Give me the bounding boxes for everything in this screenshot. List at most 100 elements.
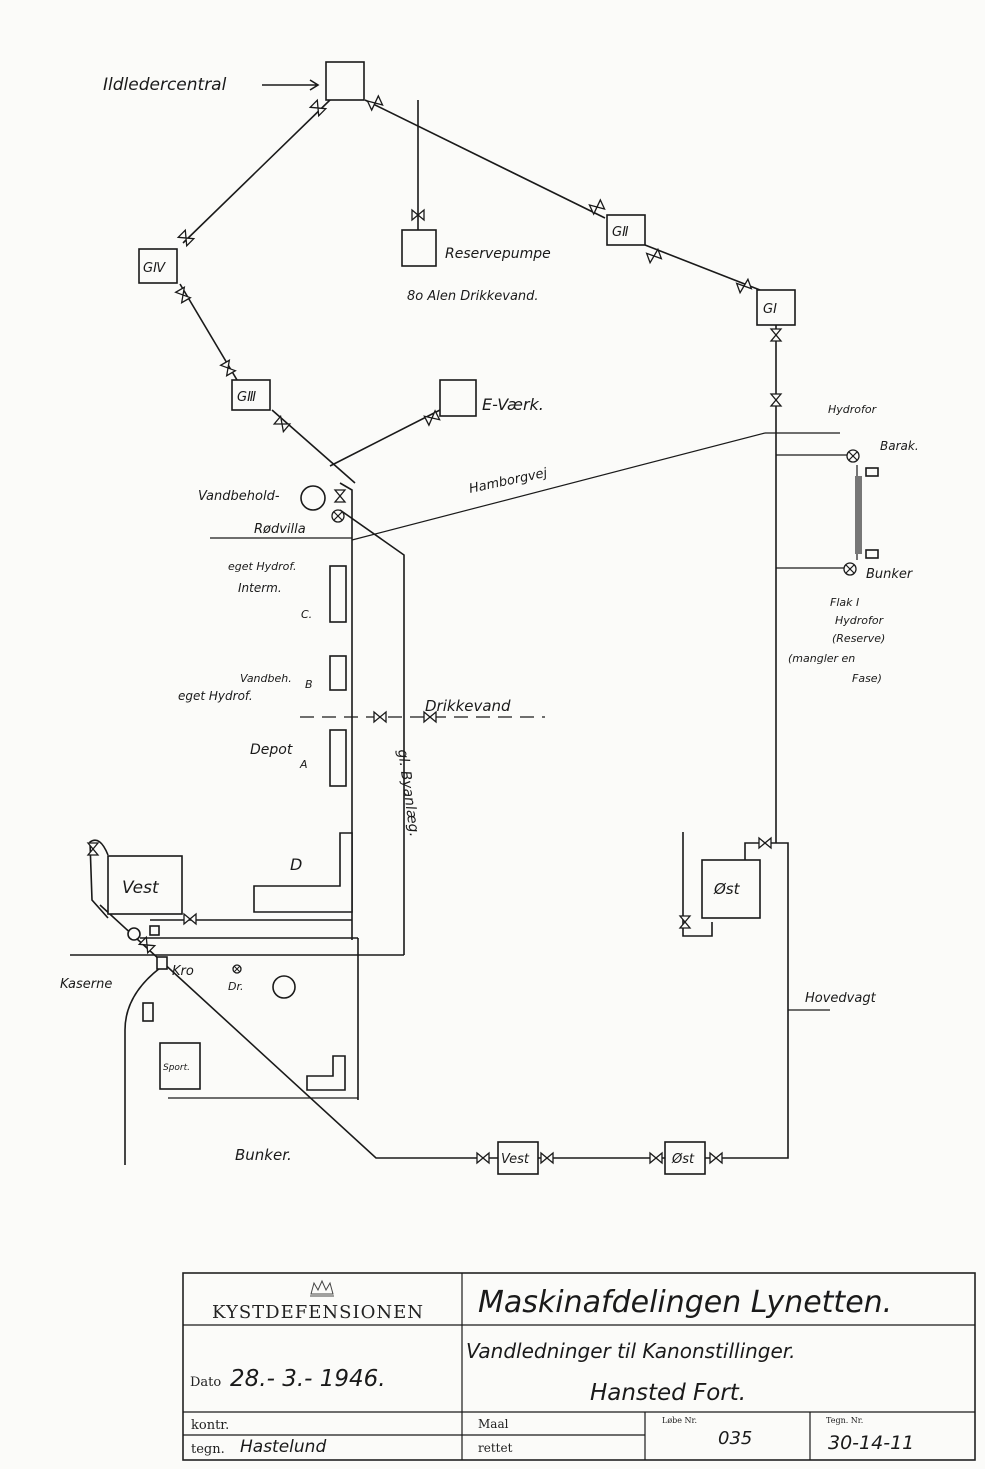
ildledercentral-box: [325, 61, 365, 101]
pipe-bottom-right: [705, 842, 789, 1159]
valve-icon: [678, 915, 692, 929]
dr-circle: [272, 975, 296, 999]
label-e-vaerk: E-Værk.: [482, 395, 544, 414]
interm-box: [329, 565, 347, 623]
label-bunker-bottom: Bunker.: [235, 1146, 292, 1164]
label-barak: Barak.: [880, 439, 919, 453]
label-ost-bottom: Øst: [671, 1152, 695, 1167]
vandbeholder-circle: [300, 485, 326, 511]
tb-subtitle-1: Vandledninger til Kanonstillinger.: [466, 1339, 796, 1363]
hydrofor-icon: [331, 509, 345, 523]
valve-icon: [86, 842, 100, 856]
vest-box: [107, 855, 183, 915]
label-gii: GⅡ: [612, 225, 629, 240]
label-hovedvagt: Hovedvagt: [805, 991, 877, 1006]
valve-icon: [411, 208, 425, 222]
pipe-central-to-giv: [182, 99, 331, 244]
valve-icon: [366, 94, 384, 112]
ost-bottom-box: [664, 1141, 706, 1175]
valve-icon: [373, 710, 387, 724]
kro-well-circle: [127, 927, 141, 941]
hydrofor-icon: [846, 449, 860, 463]
giii-box: [231, 379, 271, 411]
label-ost-box: Øst: [713, 880, 741, 898]
valve-icon: [649, 1151, 663, 1165]
label-bunker-right: Bunker: [866, 567, 914, 582]
vest-loop: [89, 839, 109, 919]
pipe-gl-byanlaeg: [339, 509, 405, 955]
vest-small-box: [149, 925, 160, 936]
label-drikkevand: Drikkevand: [425, 697, 511, 715]
pipe-central-to-gii: [364, 99, 606, 219]
pipe-to-e-vaerk: [329, 409, 441, 467]
vest-bottom-box: [497, 1141, 539, 1175]
d-building: [253, 832, 353, 913]
valve-icon: [769, 328, 783, 342]
label-eget-hydrof-1: eget Hydrof.: [228, 560, 297, 573]
label-interm: Interm.: [238, 581, 282, 595]
kaserne-curve: [124, 967, 161, 1165]
valve-icon: [183, 912, 197, 926]
tb-maal-label: Maal: [478, 1417, 509, 1431]
gi-box: [756, 289, 796, 326]
label-vandbeholder: Vandbehold-: [198, 489, 280, 504]
valve-icon: [174, 286, 192, 304]
tb-rettet-label: rettet: [478, 1441, 513, 1455]
valve-icon: [219, 359, 237, 377]
tb-dato-value: 28.- 3.- 1946.: [230, 1366, 386, 1392]
tb-lobe-value: 035: [718, 1428, 752, 1449]
kaserne-box: [142, 1002, 154, 1022]
label-c: C.: [301, 608, 312, 621]
valve-icon: [272, 414, 292, 434]
label-flak-i: Flak I: [830, 596, 859, 609]
valve-icon: [333, 489, 347, 503]
label-gl-byanlaeg: gl. Byanlæg.: [394, 748, 422, 838]
valve-icon: [176, 228, 196, 248]
label-ildledercentral: Ildledercentral: [103, 75, 227, 95]
reservepumpe-box: [401, 229, 437, 267]
label-sport: Sport.: [163, 1063, 190, 1073]
valve-icon: [769, 393, 783, 407]
ost-box: [701, 859, 761, 919]
label-drikkevand-80: 8o Alen Drikkevand.: [407, 289, 539, 304]
arrow-to-central: [262, 79, 320, 91]
pipe-diagonal-to-bottom: [99, 904, 498, 1159]
valve-icon: [645, 247, 663, 265]
label-dr: Dr.: [228, 980, 243, 993]
valve-icon: [423, 409, 441, 427]
valve-icon: [137, 935, 157, 955]
label-vest-bottom: Vest: [501, 1152, 530, 1167]
tb-dato-label: Dato: [190, 1375, 221, 1390]
gii-box: [606, 214, 646, 246]
label-giv: GⅣ: [143, 261, 166, 276]
label-a: A: [299, 758, 308, 771]
lower-l-building: [306, 1055, 346, 1091]
valve-icon: [588, 198, 606, 216]
label-depot: Depot: [250, 742, 293, 758]
hydrofor-hatch: [855, 476, 862, 554]
label-hydrofor-top: Hydrofor: [828, 403, 878, 416]
label-gi: GI: [763, 302, 777, 317]
valve-icon: [709, 1151, 723, 1165]
sport-box: [159, 1042, 201, 1090]
vandbeh-box: [329, 655, 347, 691]
valve-icon: [758, 836, 772, 850]
tb-tegn-nr-value: 30-14-11: [828, 1432, 914, 1454]
tb-org: KYSTDEFENSIONEN: [212, 1302, 424, 1323]
tb-tegn-label: tegn.: [191, 1442, 225, 1457]
dr-hydrofor-icon: [232, 964, 242, 974]
hydrofor-bunker-box: [865, 549, 879, 559]
tb-lobe-label: Løbe Nr.: [662, 1416, 697, 1425]
label-mangler-en: (mangler en: [788, 652, 855, 665]
valve-icon: [540, 1151, 554, 1165]
tb-title: Maskinafdelingen Lynetten.: [478, 1285, 892, 1320]
hamborgvej-road: [351, 432, 766, 541]
label-b: B: [305, 678, 313, 691]
valve-icon: [423, 710, 437, 724]
hydrofor-barak-box: [865, 467, 879, 477]
label-kro: Kro: [172, 964, 194, 979]
depot-box: [329, 729, 347, 787]
valve-icon: [735, 277, 753, 295]
